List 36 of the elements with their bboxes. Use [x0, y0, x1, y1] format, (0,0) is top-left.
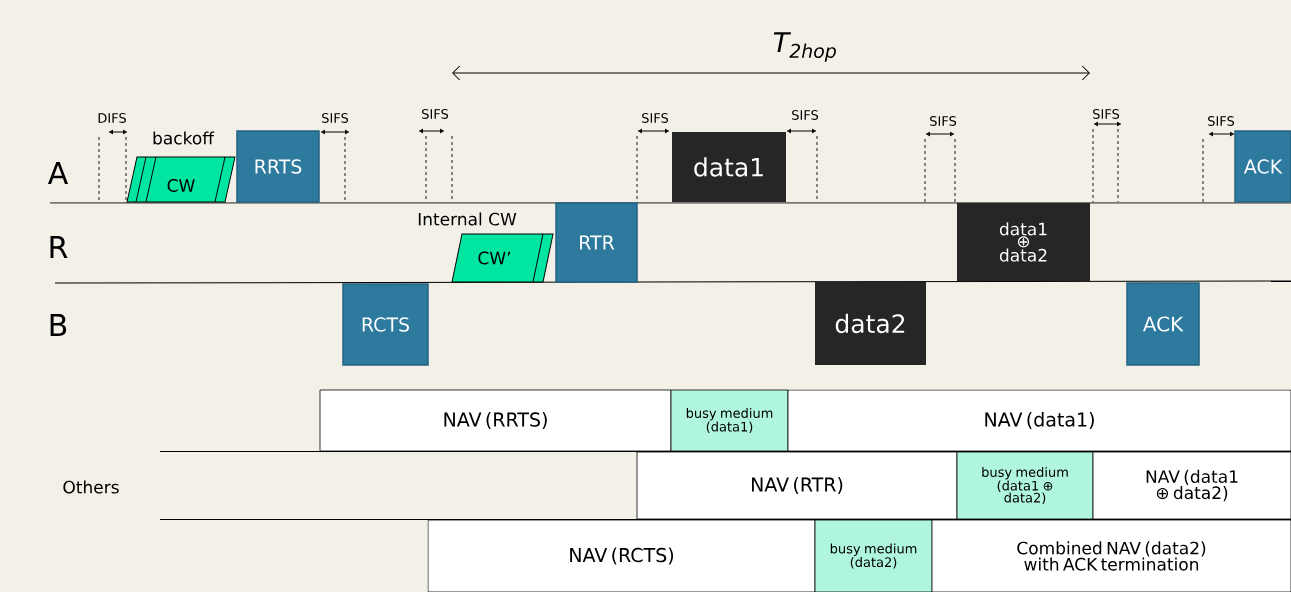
interval-label: SIFS — [930, 116, 957, 126]
interval-label: SIFS — [422, 109, 449, 119]
contention-window-parallelogram: CW’ — [451, 233, 554, 283]
node-label: NAV (data1 ⊕ data2) — [1146, 469, 1238, 502]
nav-period-box: NAV (RRTS) — [319, 389, 672, 452]
annotation-text: Internal CW — [418, 212, 517, 226]
data-frame-box: data1 — [672, 132, 786, 202]
interval-label: SIFS — [322, 113, 349, 123]
annotation-text: backoff — [153, 131, 215, 145]
busy-medium-box: busy medium (data2) — [814, 519, 933, 592]
station-label: R — [50, 236, 68, 258]
busy-medium-box: busy medium (data1) — [670, 389, 789, 452]
contention-window-parallelogram: CW — [126, 156, 236, 203]
duration-label: T$_{2hop}$ — [773, 32, 836, 62]
station-label: B — [50, 314, 67, 336]
interval-label: SIFS — [792, 110, 819, 120]
data-frame-box: data2 — [815, 282, 926, 365]
control-frame-box: ACK — [1126, 282, 1200, 366]
nav-period-box: NAV (RCTS) — [427, 519, 816, 592]
nav-period-box: NAV (RTR) — [636, 451, 958, 520]
busy-medium-box: busy medium (data1 ⊕ data2) — [956, 451, 1094, 520]
interval-label: SIFS — [1093, 109, 1120, 119]
control-frame-box: RCTS — [342, 283, 429, 366]
node-label: Combined NAV (data2) with ACK termination — [1017, 541, 1206, 571]
interval-label: SIFS — [642, 113, 669, 123]
control-frame-box: ACK — [1234, 130, 1291, 203]
node-label: NAV (data1) — [985, 412, 1094, 429]
station-label: A — [47, 162, 68, 184]
interval-label: DIFS — [98, 113, 126, 123]
nav-period-box: NAV (data1 ⊕ data2) — [1092, 451, 1291, 520]
nav-period-box: Combined NAV (data2) with ACK termination — [931, 519, 1291, 592]
control-frame-box: RRTS — [236, 130, 320, 203]
station-label: Others — [63, 480, 119, 494]
data-frame-box: data1 ⊕ data2 — [957, 203, 1090, 281]
interval-label: SIFS — [1208, 116, 1235, 126]
control-frame-box: RTR — [555, 202, 638, 283]
